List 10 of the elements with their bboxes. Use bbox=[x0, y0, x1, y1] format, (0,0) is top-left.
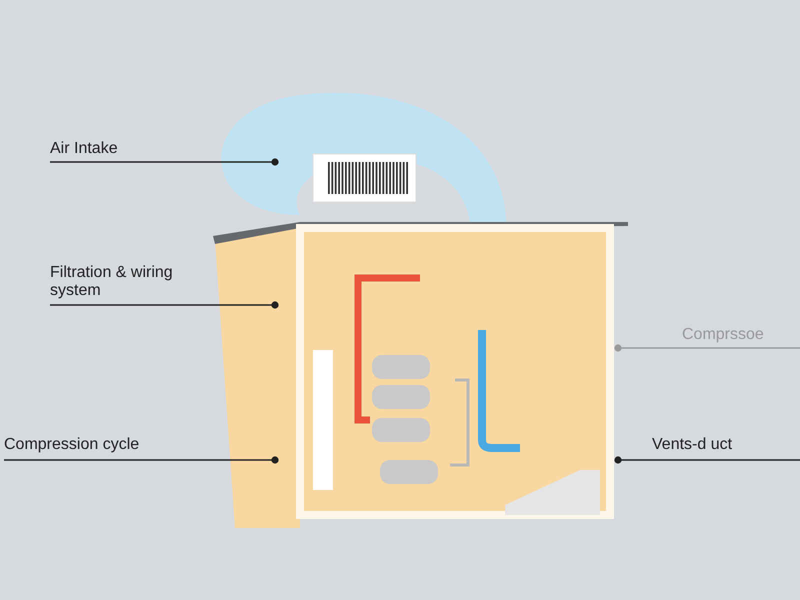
leader-line bbox=[614, 344, 800, 352]
callout-label: Vents-d uct bbox=[652, 436, 800, 460]
leader-line bbox=[614, 456, 800, 464]
leader-line bbox=[50, 301, 279, 309]
leader-line bbox=[4, 456, 279, 464]
callout-label: Compression cycle bbox=[4, 436, 275, 460]
callout-label: Air Intake bbox=[50, 140, 275, 162]
callout-label: Filtration & wiring system bbox=[50, 264, 275, 305]
callout-label: Comprssoe bbox=[682, 326, 800, 348]
leader-line bbox=[50, 158, 279, 166]
